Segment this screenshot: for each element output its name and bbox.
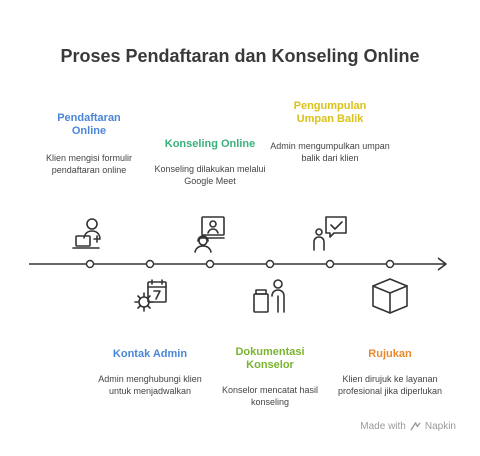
step-desc-konseling: Konseling dilakukan melalui Google Meet	[154, 164, 266, 186]
timeline-dot	[265, 259, 275, 269]
footer: Made with Napkin	[360, 421, 456, 432]
timeline-arrowhead	[437, 257, 447, 271]
footer-label: Made with	[360, 421, 406, 432]
calendar-gear-icon	[130, 276, 170, 316]
step-desc-dokumentasi: Konselor mencatat hasil konseling	[221, 385, 319, 407]
step-title-umpan-balik: Pengumpulan Umpan Balik	[293, 100, 367, 125]
step-desc-rujukan: Klien dirujuk ke layanan profesional jik…	[337, 374, 443, 396]
napkin-logo-icon	[410, 422, 421, 431]
timeline-dot	[85, 259, 95, 269]
step-title-pendaftaran: Pendaftaran Online	[57, 112, 121, 137]
timeline-dot	[325, 259, 335, 269]
timeline-dot	[205, 259, 215, 269]
step-title-konseling: Konseling Online	[164, 138, 256, 150]
feedback-icon	[310, 214, 350, 254]
footer-brand: Napkin	[424, 421, 456, 432]
step-desc-kontak-admin: Admin menghubungi klien untuk menjadwalk…	[98, 374, 202, 396]
step-title-dokumentasi: Dokumentasi Konselor	[235, 346, 305, 371]
step-desc-pendaftaran: Klien mengisi formulir pendaftaran onlin…	[45, 153, 133, 175]
desk-worker-icon	[250, 276, 290, 316]
step-title-kontak-admin: Kontak Admin	[112, 348, 188, 360]
timeline-dot	[385, 259, 395, 269]
video-call-icon	[190, 214, 230, 254]
diagram-title: Proses Pendaftaran dan Konseling Online	[60, 46, 420, 66]
user-laptop-icon	[70, 214, 110, 254]
box-icon	[370, 276, 410, 316]
step-desc-umpan-balik: Admin mengumpulkan umpan balik dari klie…	[270, 141, 390, 163]
timeline-dot	[145, 259, 155, 269]
step-title-rujukan: Rujukan	[368, 348, 412, 360]
